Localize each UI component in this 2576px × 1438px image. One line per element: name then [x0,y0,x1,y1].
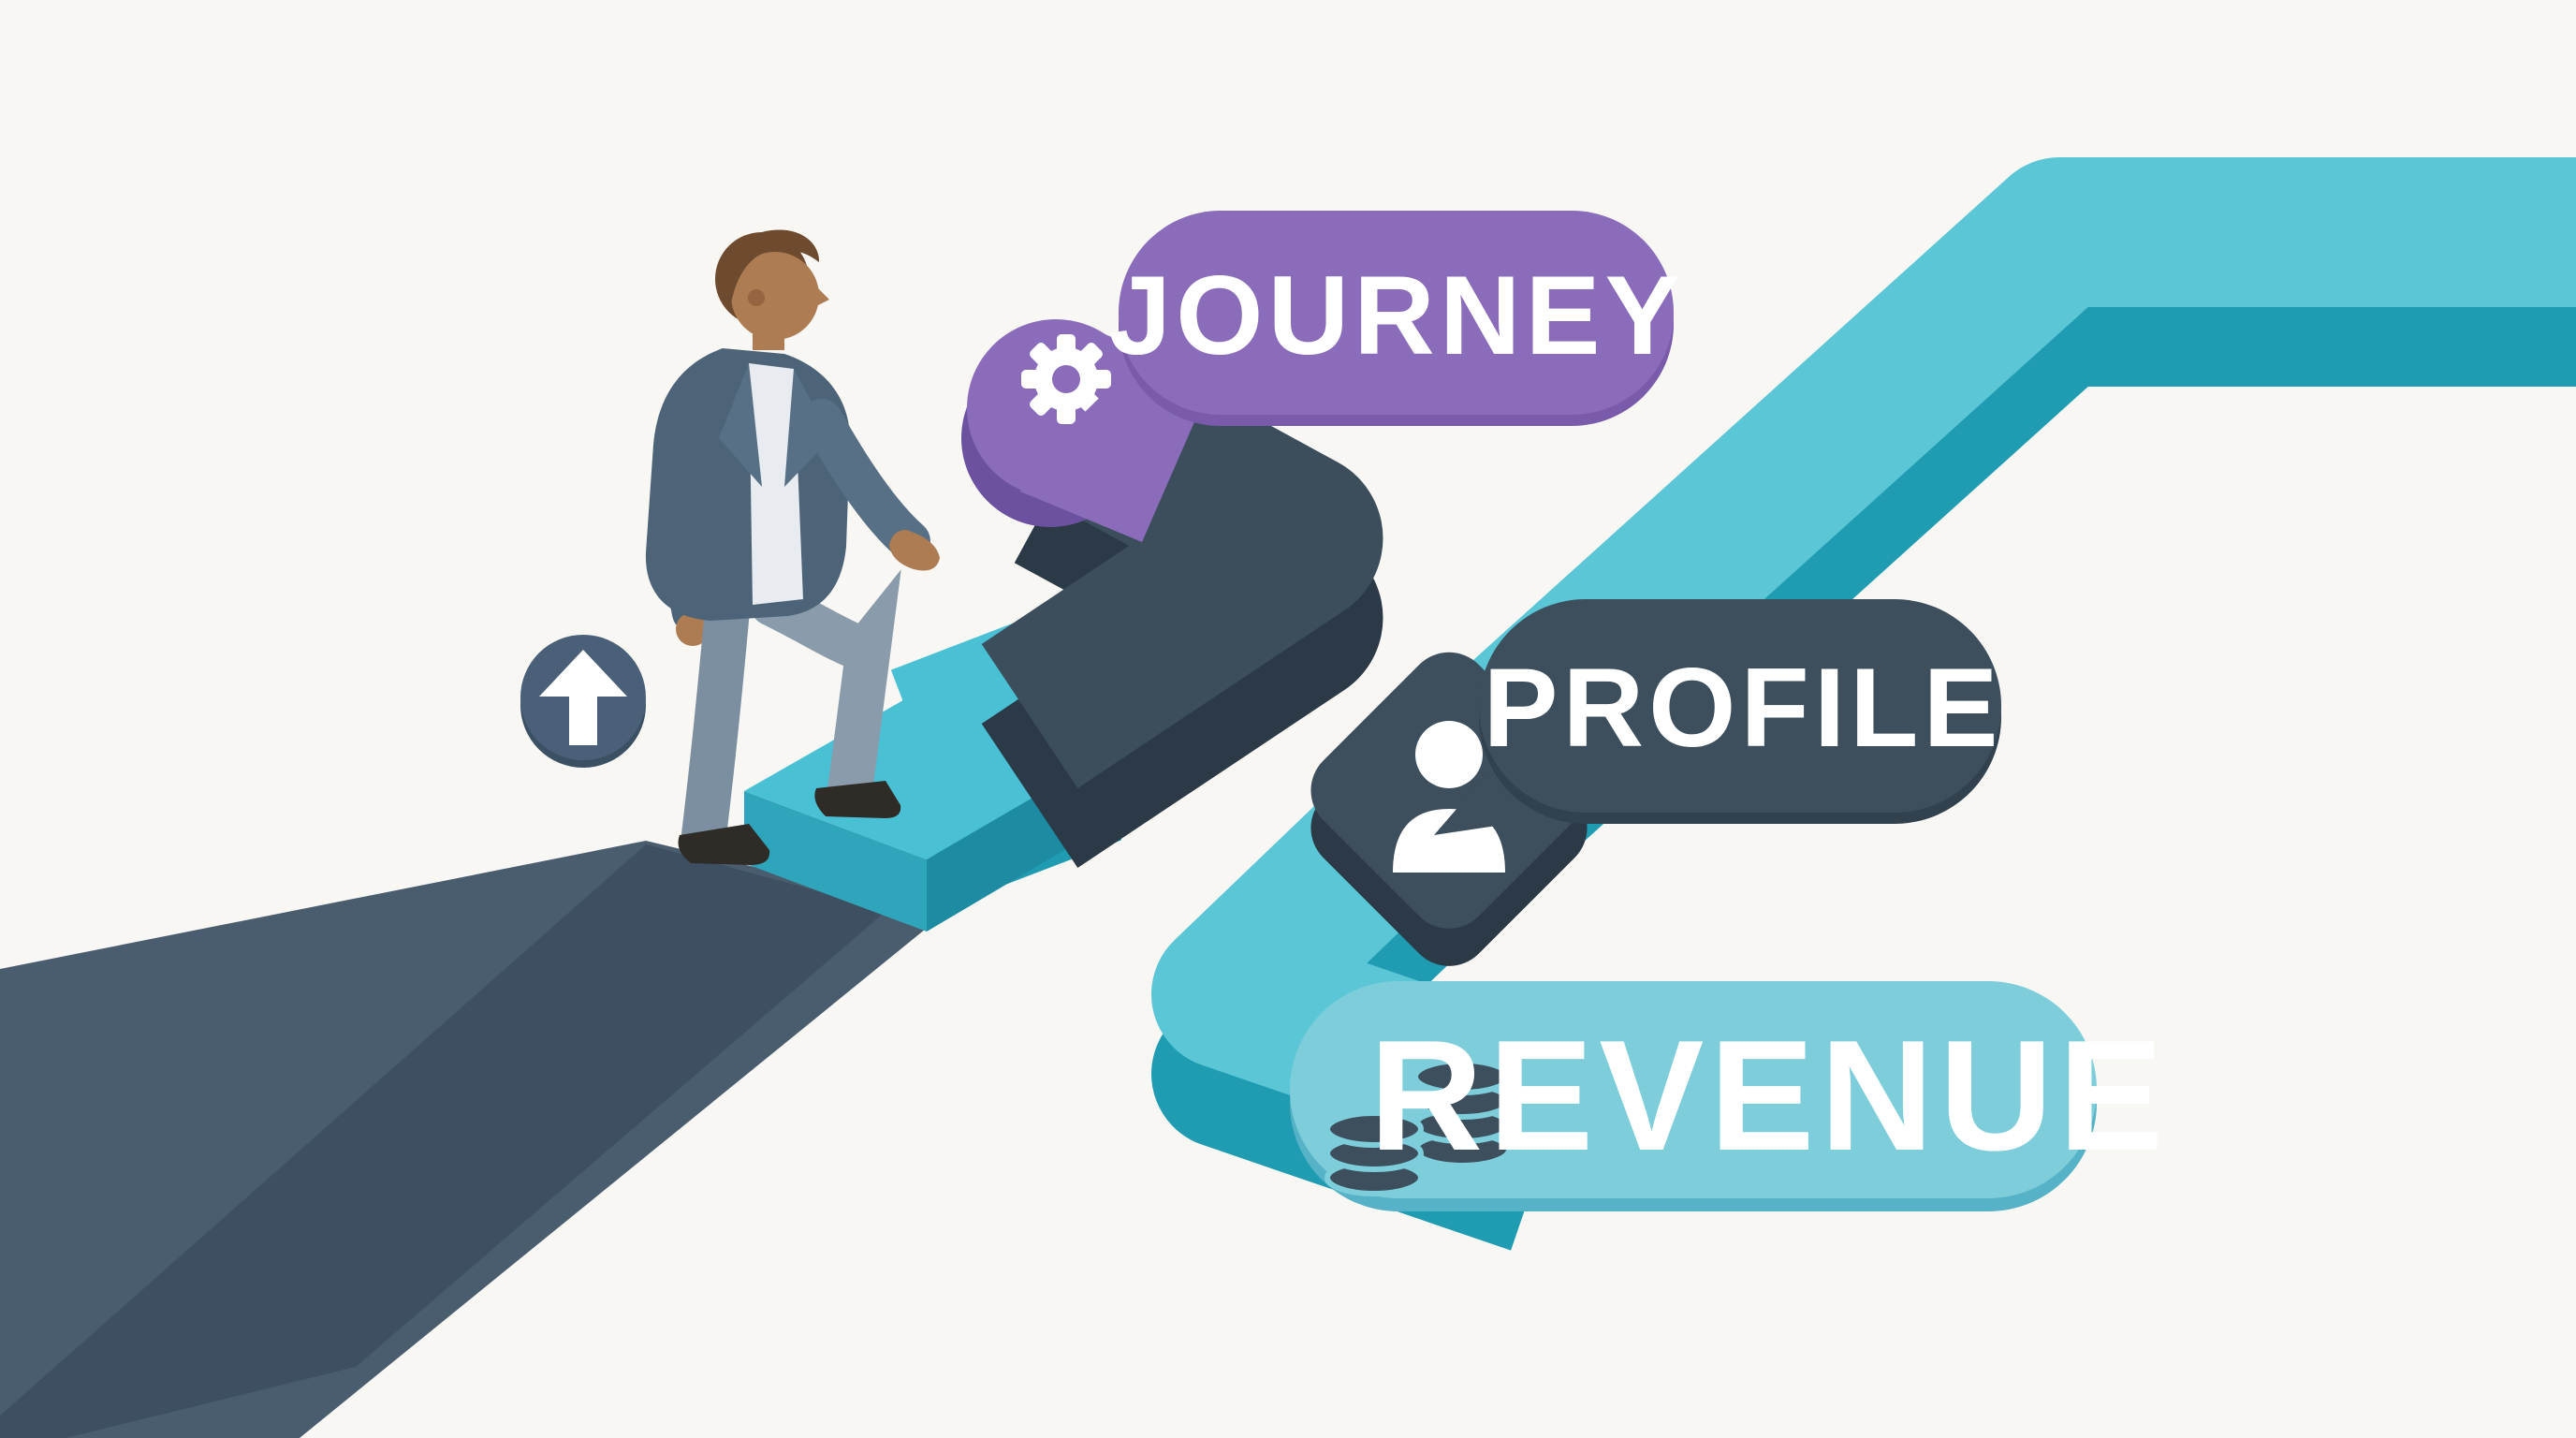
arrow-up-icon [539,650,627,745]
profile-bubble: PROFILE [1434,599,2002,835]
up-arrow-badge [520,635,646,768]
start-road [0,841,945,1438]
gear-icon [1021,334,1111,424]
revenue-label: REVENUE [1369,1007,2169,1183]
person-back-shoe [678,824,770,865]
revenue-pill: REVENUE [1290,981,2169,1211]
journey-label: JOURNEY [1108,253,1684,378]
walking-person [645,229,940,865]
person-back-leg [681,577,751,858]
person-hair-front [728,229,820,309]
person-nose [811,283,829,309]
person-lapel-left [719,363,762,487]
journey-bubble-body [1119,211,1674,415]
journey-bubble: JOURNEY [1056,211,1684,440]
person-head [731,252,819,340]
person-ear [748,289,765,306]
profile-bubble-body [1479,599,2001,813]
profile-label: PROFILE [1483,645,2002,770]
coins-icon [1325,1058,1512,1196]
person-front-arm [801,399,930,562]
person-shadow [0,844,887,1438]
step-front-face [744,791,927,932]
person-back-hand [676,612,710,646]
person-front-shoe [814,781,901,818]
person-front-hand [889,530,940,571]
